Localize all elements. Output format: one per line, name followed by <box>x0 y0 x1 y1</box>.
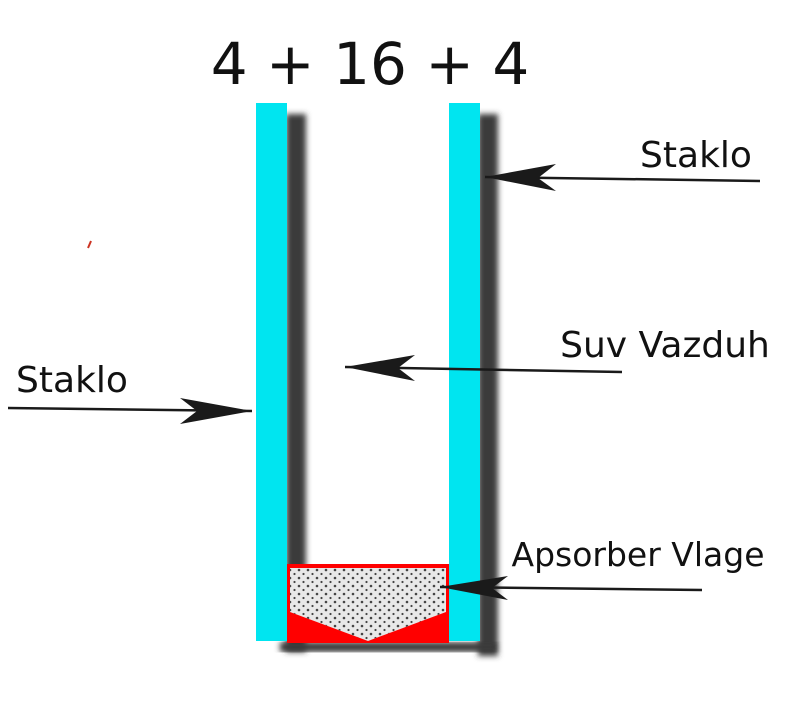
right-glass-shadow <box>478 114 498 656</box>
bottom-shadow <box>280 642 496 652</box>
label-desiccant: Apsorber Vlage <box>512 535 765 574</box>
desiccant-granules <box>290 568 446 641</box>
label-glass-left: Staklo <box>16 360 128 401</box>
arrow-glass-right <box>484 164 761 191</box>
stray-mark <box>87 240 92 249</box>
arrow-dry-air <box>344 355 623 381</box>
arrow-desiccant <box>439 576 703 600</box>
right-glass-pane <box>449 103 480 641</box>
arrow-glass-left <box>7 398 253 424</box>
label-dry-air: Suv Vazduh <box>560 325 770 366</box>
glazing-title: 4 + 16 + 4 <box>211 30 530 98</box>
left-glass-shadow <box>286 114 306 652</box>
label-glass-right: Staklo <box>640 135 752 176</box>
left-glass-pane <box>256 103 287 641</box>
